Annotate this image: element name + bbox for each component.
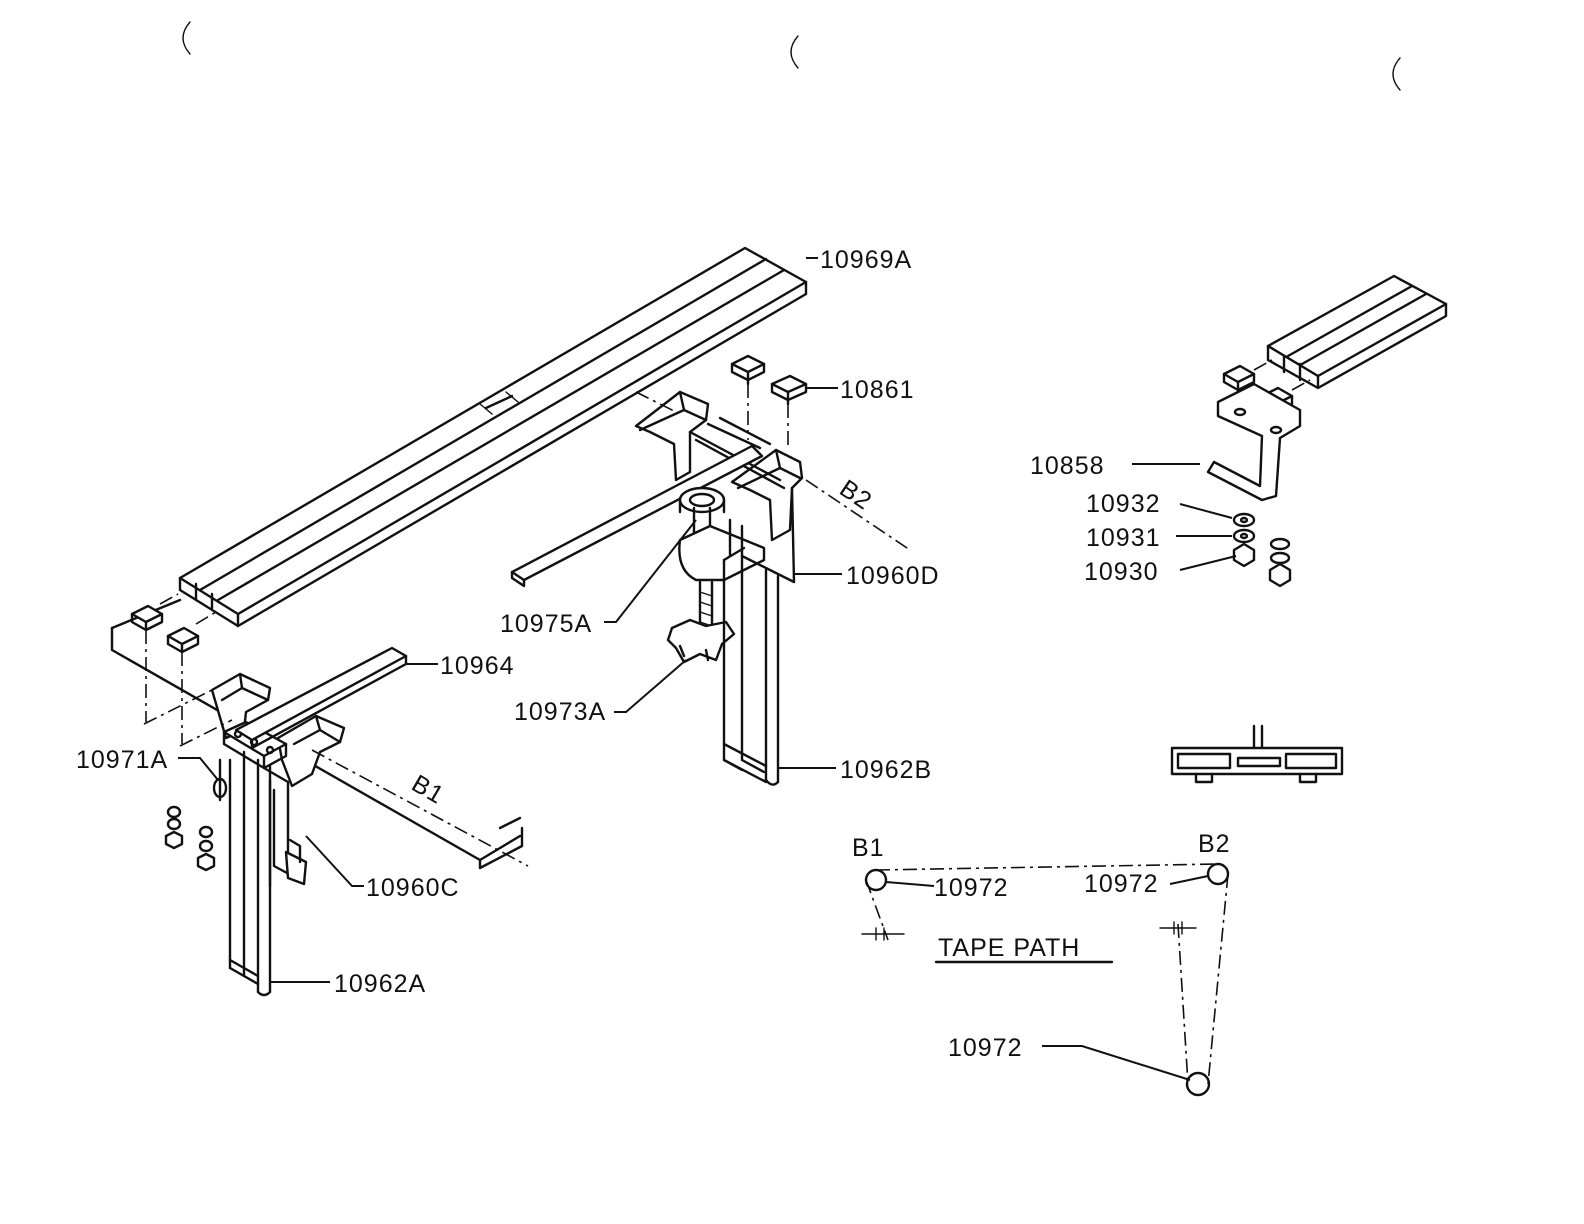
label-10930: 10930 <box>1084 558 1159 586</box>
label-tape-b1: B1 <box>852 834 885 862</box>
label-tape-b2: B2 <box>1198 830 1231 858</box>
pulley-b2 <box>1208 864 1228 884</box>
short-rail <box>1268 276 1446 388</box>
label-10861: 10861 <box>840 376 915 404</box>
pulley-bottom <box>1187 1073 1209 1095</box>
label-10971A: 10971A <box>76 746 168 774</box>
tape-path-title: TAPE PATH <box>938 934 1080 962</box>
label-b2-axis: B2 <box>834 474 877 515</box>
label-10858: 10858 <box>1030 452 1105 480</box>
label-10972-left: 10972 <box>934 874 1009 902</box>
label-10964: 10964 <box>440 652 515 680</box>
rail-cross-section <box>1172 726 1342 782</box>
binder-hole-marks <box>183 22 1400 90</box>
bracket-10858 <box>1208 384 1300 500</box>
label-10960D: 10960D <box>846 562 940 590</box>
left-hardware-stack <box>166 807 214 870</box>
label-10932: 10932 <box>1086 490 1161 518</box>
left-bracket-10960C <box>212 648 406 995</box>
label-10969A: 10969A <box>820 246 912 274</box>
label-10975A: 10975A <box>500 610 592 638</box>
label-10960C: 10960C <box>366 874 460 902</box>
right-hardware-stack <box>1234 514 1290 586</box>
label-10962A: 10962A <box>334 970 426 998</box>
label-10931: 10931 <box>1086 524 1161 552</box>
label-10962B: 10962B <box>840 756 932 784</box>
label-10973A: 10973A <box>514 698 606 726</box>
label-10972-right: 10972 <box>1084 870 1159 898</box>
label-10972-bottom: 10972 <box>948 1034 1023 1062</box>
tape-path-diagram <box>862 864 1228 1095</box>
